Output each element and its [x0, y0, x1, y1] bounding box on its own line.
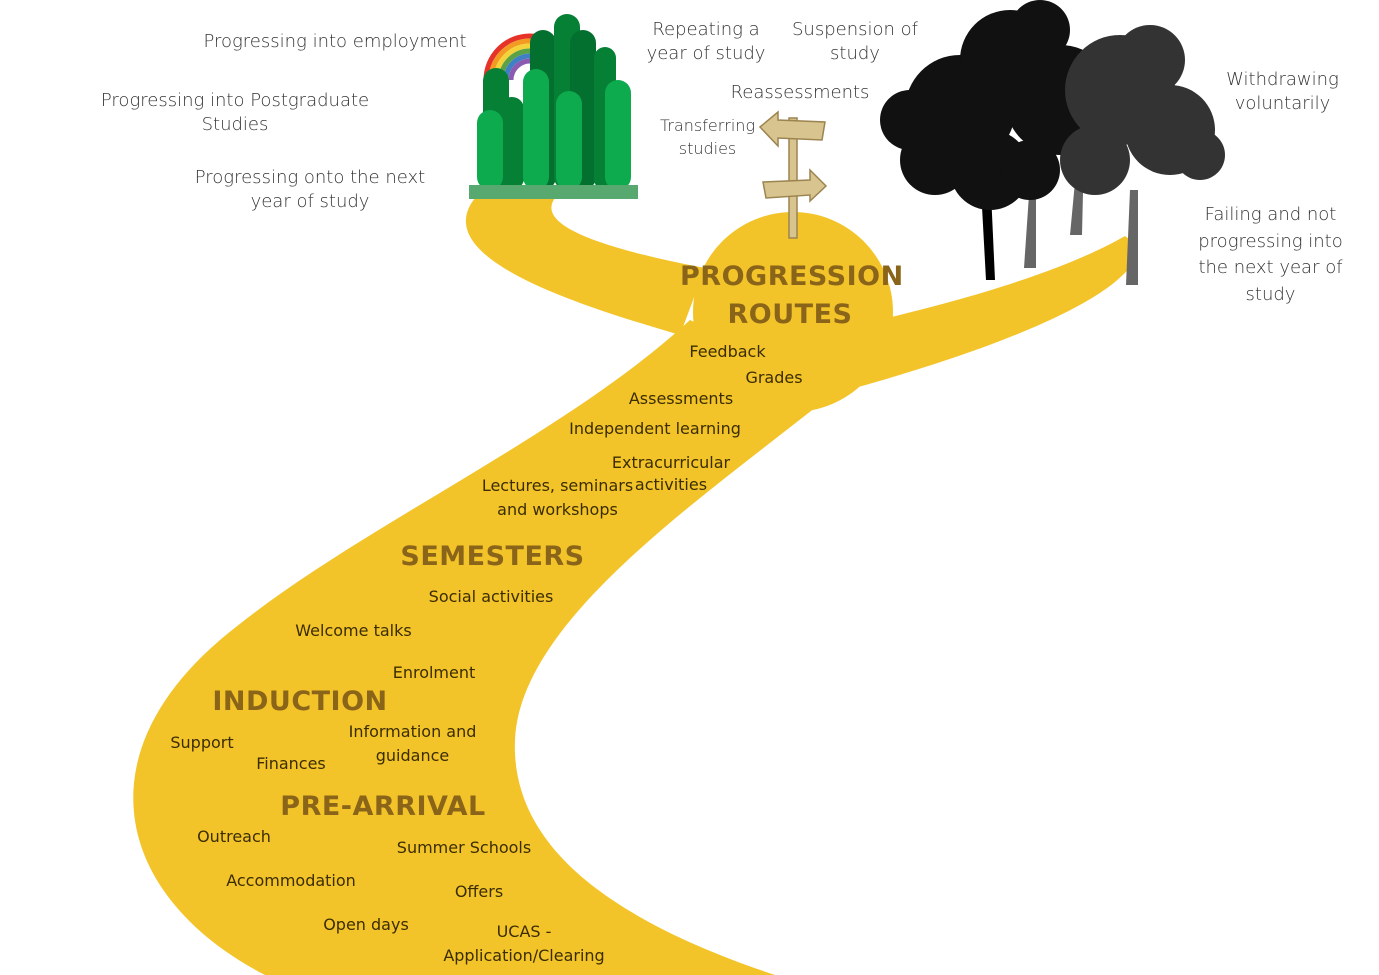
outcome-failing: Failing and not progressing into the nex…	[1198, 204, 1343, 305]
outcome-next-year: Progressing onto the next year of study	[194, 167, 426, 213]
item-lectures: Lectures, seminars and workshops	[481, 476, 634, 519]
item-open-days: Open days	[323, 915, 409, 934]
heading-induction: INDUCTION	[212, 686, 388, 717]
outcome-repeating: Repeating a year of study	[646, 19, 766, 65]
item-offers: Offers	[454, 882, 504, 901]
item-outreach: Outreach	[197, 827, 271, 846]
item-information-guidance: Information and guidance	[348, 722, 477, 765]
item-feedback: Feedback	[689, 342, 766, 361]
item-summer-schools: Summer Schools	[396, 838, 532, 857]
item-ucas: UCAS - Application/Clearing	[443, 922, 605, 965]
outcome-employment: Progressing into employment	[203, 31, 467, 52]
item-finances: Finances	[256, 754, 326, 773]
item-extracurricular: Extracurricular activities	[611, 453, 731, 494]
heading-progression-routes: PROGRESSION ROUTES	[680, 261, 904, 330]
outcome-postgraduate: Progressing into Postgraduate Studies	[100, 90, 370, 136]
progression-hill	[693, 212, 893, 412]
outcome-transferring: Transferring studies	[659, 116, 756, 159]
item-assessments: Assessments	[628, 389, 734, 408]
outcome-reassessments: Reassessments	[730, 82, 870, 103]
item-accommodation: Accommodation	[226, 871, 356, 890]
trees-icon	[880, 0, 1225, 285]
item-grades: Grades	[745, 368, 803, 387]
item-independent-learning: Independent learning	[569, 419, 741, 438]
outcome-suspension: Suspension of study	[792, 19, 918, 65]
road-branch-city	[465, 198, 705, 335]
outcome-withdrawing: Withdrawing voluntarily	[1226, 69, 1339, 115]
emerald-city-icon	[469, 14, 638, 199]
item-enrolment: Enrolment	[392, 663, 476, 682]
item-support: Support	[170, 733, 234, 752]
heading-semesters: SEMESTERS	[400, 541, 585, 572]
main-road	[133, 320, 835, 975]
road-branch-trees	[825, 236, 1139, 396]
signpost-icon	[758, 110, 828, 239]
item-social-activities: Social activities	[428, 587, 554, 606]
item-welcome-talks: Welcome talks	[295, 621, 412, 640]
heading-pre-arrival: PRE-ARRIVAL	[280, 791, 486, 822]
